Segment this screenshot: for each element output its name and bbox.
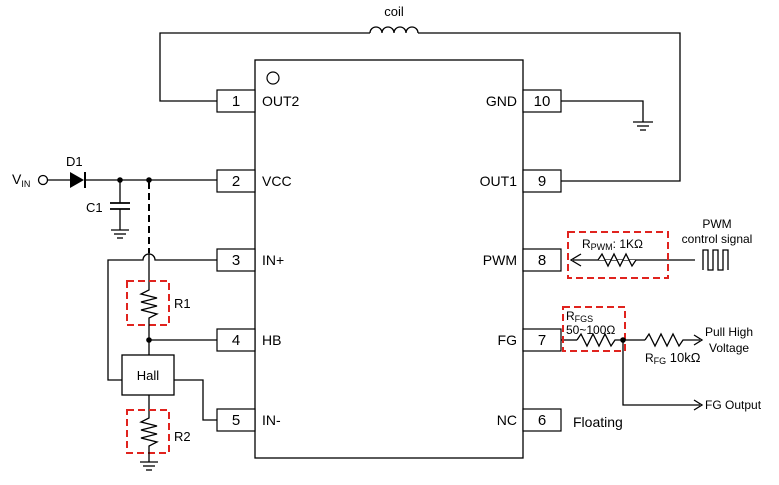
pin-8-number: 8 (538, 252, 546, 269)
pin-10-name: GND (486, 93, 517, 109)
pullhigh-label-1: Pull High (705, 325, 753, 339)
pin-7: 7 FG (498, 328, 562, 352)
hall-label: Hall (137, 368, 160, 383)
c1-ground-icon (111, 229, 129, 239)
pin-4-number: 4 (232, 332, 240, 349)
in-plus-wire (107, 253, 217, 381)
pin-1: 1 OUT2 (216, 89, 300, 113)
c1-label: C1 (86, 200, 103, 215)
diode-d1-icon (70, 172, 86, 188)
pullhigh-arrow-icon (693, 334, 704, 346)
r2-ground-icon (140, 461, 158, 471)
pin-1-name: OUT2 (262, 93, 300, 109)
pin-8: 8 PWM (483, 248, 562, 272)
rfg-label: RFG 10kΩ (645, 350, 701, 366)
pin-6-name: NC (497, 412, 517, 428)
rfgs-label: RFGS (566, 309, 593, 324)
d1-label: D1 (66, 154, 83, 169)
vin-terminal (37, 174, 49, 186)
resistor-r2-icon (139, 414, 159, 450)
coil-label: coil (384, 4, 404, 19)
r2-label: R2 (174, 429, 191, 444)
rpwm-highlight (567, 231, 669, 279)
hall-sensor (121, 354, 175, 396)
in-minus-wire (174, 379, 217, 421)
coil-wire (159, 32, 681, 182)
pin-5-number: 5 (232, 412, 240, 429)
pin-6: 6 NC (497, 408, 562, 432)
pin-10-number: 10 (534, 93, 551, 110)
pullhigh-label-2: Voltage (709, 341, 749, 355)
pin-3-name: IN+ (262, 252, 284, 268)
fg-output-wire (622, 340, 700, 406)
pwm-arrow-icon (569, 253, 582, 267)
junction-vcc-hall (146, 177, 152, 183)
rfgs-value: 50~100Ω (566, 323, 615, 337)
pin1-marker (266, 71, 280, 85)
r2-highlight (126, 409, 170, 454)
r1-label: R1 (174, 296, 191, 311)
resistor-rfg-icon (644, 332, 700, 348)
pin-9-name: OUT1 (480, 173, 518, 189)
coil-inductor-icon (369, 26, 419, 34)
pin-2: 2 VCC (216, 169, 292, 193)
pin-9-number: 9 (538, 173, 546, 190)
pin-5-name: IN- (262, 412, 281, 428)
pin-3-number: 3 (232, 252, 240, 269)
pin-7-number: 7 (538, 332, 546, 349)
pwm-signal-label-1: PWM (702, 217, 731, 231)
ground-icon (633, 121, 653, 131)
floating-label: Floating (573, 414, 623, 430)
rpwm-label: RPWM: 1KΩ (582, 237, 643, 252)
pin-2-name: VCC (262, 173, 292, 189)
pin-7-name: FG (498, 332, 517, 348)
pwm-signal-label-2: control signal (682, 232, 753, 246)
pin-4-name: HB (262, 332, 281, 348)
resistor-r1-icon (139, 285, 159, 323)
resistor-rfgs-icon (576, 332, 623, 348)
pin-1-number: 1 (232, 93, 240, 110)
r1-highlight (126, 280, 170, 326)
pin-4: 4 HB (216, 328, 281, 352)
pin-10: 10 GND (486, 89, 562, 113)
resistor-rpwm-icon (597, 252, 637, 268)
gnd-wire (561, 100, 644, 122)
pin-3: 3 IN+ (216, 248, 284, 272)
pin-5: 5 IN- (216, 408, 281, 432)
capacitor-c1-icon (110, 202, 130, 210)
pin-9: 9 OUT1 (480, 169, 562, 193)
pin-2-number: 2 (232, 173, 240, 190)
pin-8-name: PWM (483, 252, 517, 268)
fg-output-arrow-icon (693, 399, 704, 411)
vin-label: VIN (12, 171, 30, 189)
ic-body (254, 59, 524, 459)
rfgs-highlight (562, 306, 626, 352)
pin-6-number: 6 (538, 412, 546, 429)
pwm-waveform-icon (702, 249, 729, 271)
fg-output-label: FG Output (705, 398, 762, 412)
